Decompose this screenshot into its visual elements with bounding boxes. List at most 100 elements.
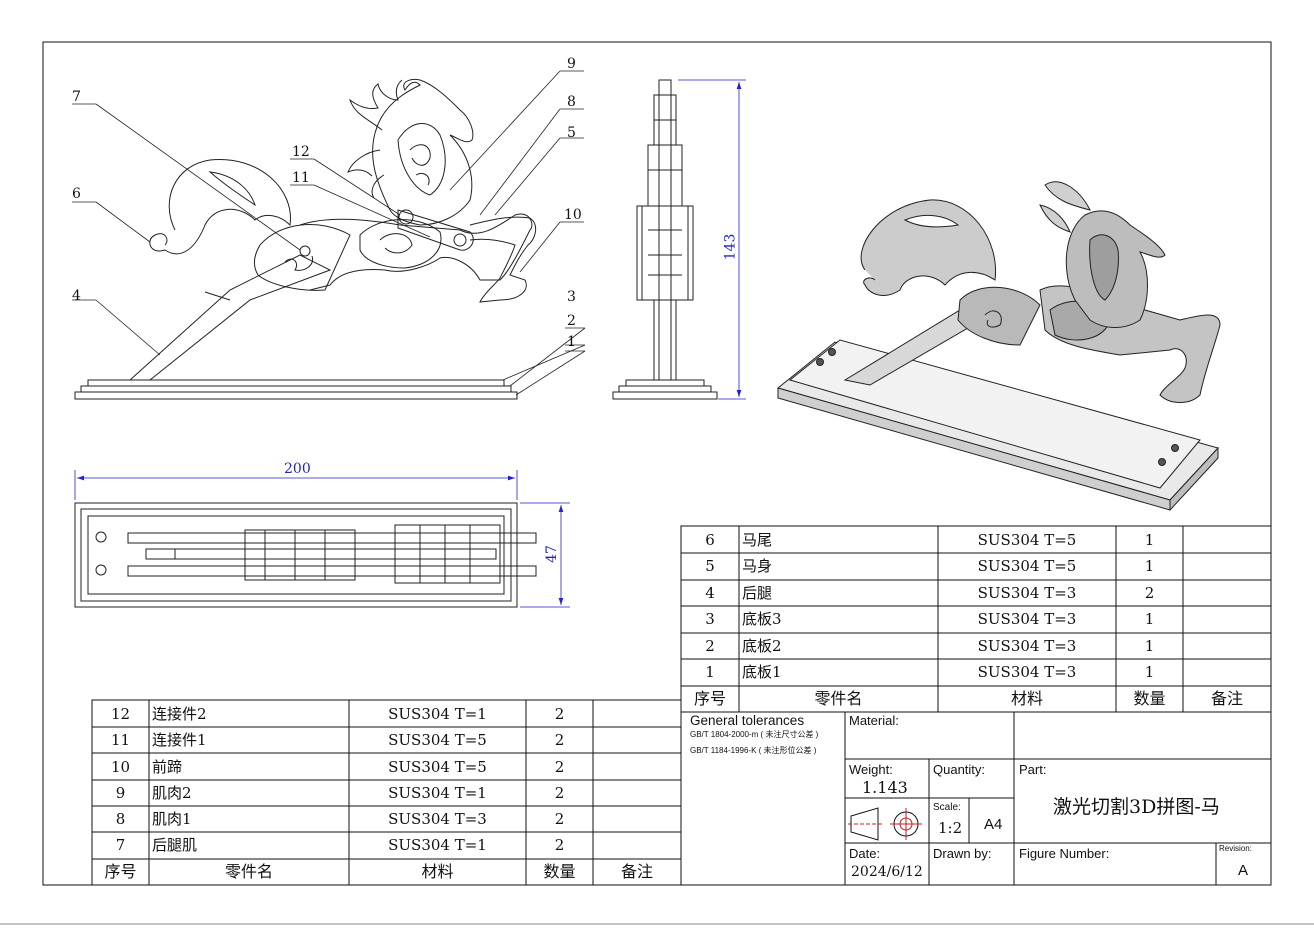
balloon-5: 5 <box>567 125 576 141</box>
rear-leg <box>128 254 332 381</box>
pivot-rear <box>299 245 311 257</box>
top-view <box>74 502 537 608</box>
bom-name: 后腿 <box>742 584 773 602</box>
balloon-7: 7 <box>72 89 81 105</box>
rear-muscle <box>253 224 351 291</box>
header-name: 零件名 <box>224 862 273 881</box>
bom-qty: 2 <box>554 784 565 802</box>
header-qty: 数量 <box>543 862 576 881</box>
bom-name: 马身 <box>742 557 773 575</box>
bom-no: 12 <box>110 705 131 723</box>
bom-name: 底板2 <box>742 637 782 655</box>
balloon-12: 12 <box>292 144 310 160</box>
bom-no: 6 <box>705 531 715 549</box>
isometric-view <box>776 181 1221 512</box>
bom-qty: 1 <box>1144 610 1155 628</box>
top-dimensions <box>74 470 570 608</box>
balloon-leaders <box>72 70 586 396</box>
bom-no: 4 <box>705 584 715 602</box>
bom-name: 马尾 <box>742 531 773 549</box>
revision-label: Revision: <box>1219 844 1252 853</box>
neck-head <box>372 79 474 226</box>
part-label: Part: <box>1019 762 1047 777</box>
bom-qty: 2 <box>1144 584 1155 602</box>
front-muscle <box>359 219 442 269</box>
bom-no: 5 <box>705 557 715 575</box>
bom-material: SUS304 T=3 <box>977 610 1077 628</box>
bom-name: 肌肉1 <box>152 810 192 828</box>
paper-size: A4 <box>984 816 1003 833</box>
header-no: 序号 <box>693 689 726 708</box>
bom-no: 10 <box>110 758 131 776</box>
side-view <box>612 79 718 400</box>
header-name: 零件名 <box>814 689 863 708</box>
balloon-10: 10 <box>564 207 582 223</box>
quantity-label: Quantity: <box>933 762 986 777</box>
bom-material: SUS304 T=5 <box>388 731 487 749</box>
connector <box>397 209 474 251</box>
height-dimension <box>678 79 746 400</box>
bom-material: SUS304 T=5 <box>977 557 1077 575</box>
balloon-8: 8 <box>567 94 576 110</box>
base-plate-3 <box>87 379 505 387</box>
bom-no: 2 <box>705 637 715 655</box>
bom-qty: 2 <box>554 836 565 854</box>
bom-material: SUS304 T=1 <box>388 705 487 723</box>
bom-name: 连接件1 <box>152 731 207 749</box>
header-material: 材料 <box>1010 689 1043 708</box>
front-view <box>74 79 537 400</box>
bom-qty: 2 <box>554 731 565 749</box>
pivot-front <box>398 209 414 225</box>
balloon-11: 11 <box>292 170 310 186</box>
bom-material: SUS304 T=3 <box>388 810 487 828</box>
balloon-1: 1 <box>567 334 576 350</box>
weight-value: 1.143 <box>862 778 908 797</box>
bom-qty: 2 <box>554 705 565 723</box>
date-label: Date: <box>849 846 881 861</box>
dim-width: 200 <box>284 461 311 477</box>
bom-no: 8 <box>115 810 126 828</box>
tolerance-1: GB/T 1804-2000-m ( 未注尺寸公差 ) <box>690 730 819 739</box>
balloon-3: 3 <box>567 289 576 305</box>
bom-material: SUS304 T=1 <box>388 784 487 802</box>
drawn-by-label: Drawn by: <box>933 846 992 861</box>
bom-no: 7 <box>115 836 126 854</box>
bom-qty: 2 <box>554 810 565 828</box>
bom-name: 后腿肌 <box>152 836 198 854</box>
bom-name: 底板3 <box>742 610 782 628</box>
bom-name: 底板1 <box>742 663 782 681</box>
header-note: 备注 <box>620 862 653 881</box>
bom-qty: 1 <box>1144 637 1155 655</box>
bom-qty: 2 <box>554 758 565 776</box>
header-no: 序号 <box>104 862 137 881</box>
date-value: 2024/6/12 <box>851 864 923 880</box>
balloon-6: 6 <box>72 186 81 202</box>
body <box>299 213 533 291</box>
balloon-2: 2 <box>567 313 576 329</box>
scale-value: 1:2 <box>938 819 963 837</box>
revision-value: A <box>1238 862 1249 879</box>
bom-qty: 1 <box>1144 557 1155 575</box>
front-leg <box>469 216 537 303</box>
bom-no: 9 <box>115 784 126 802</box>
material-label: Material: <box>849 713 899 728</box>
bom-material: SUS304 T=5 <box>388 758 487 776</box>
tail <box>149 159 291 255</box>
figure-number-label: Figure Number: <box>1019 846 1110 861</box>
bom-no: 1 <box>705 663 715 681</box>
bom-name: 肌肉2 <box>152 784 192 802</box>
projection-symbol <box>848 807 922 841</box>
balloon-4: 4 <box>72 288 81 304</box>
general-tolerances-label: General tolerances <box>690 713 805 728</box>
header-note: 备注 <box>1210 689 1243 708</box>
bom-material: SUS304 T=3 <box>977 584 1077 602</box>
bom-qty: 1 <box>1144 663 1155 681</box>
header-material: 材料 <box>421 862 454 881</box>
bom-qty: 1 <box>1144 531 1155 549</box>
header-qty: 数量 <box>1133 689 1166 708</box>
bom-name: 前蹄 <box>152 758 183 776</box>
weight-label: Weight: <box>849 762 893 777</box>
bom-name: 连接件2 <box>152 705 207 723</box>
